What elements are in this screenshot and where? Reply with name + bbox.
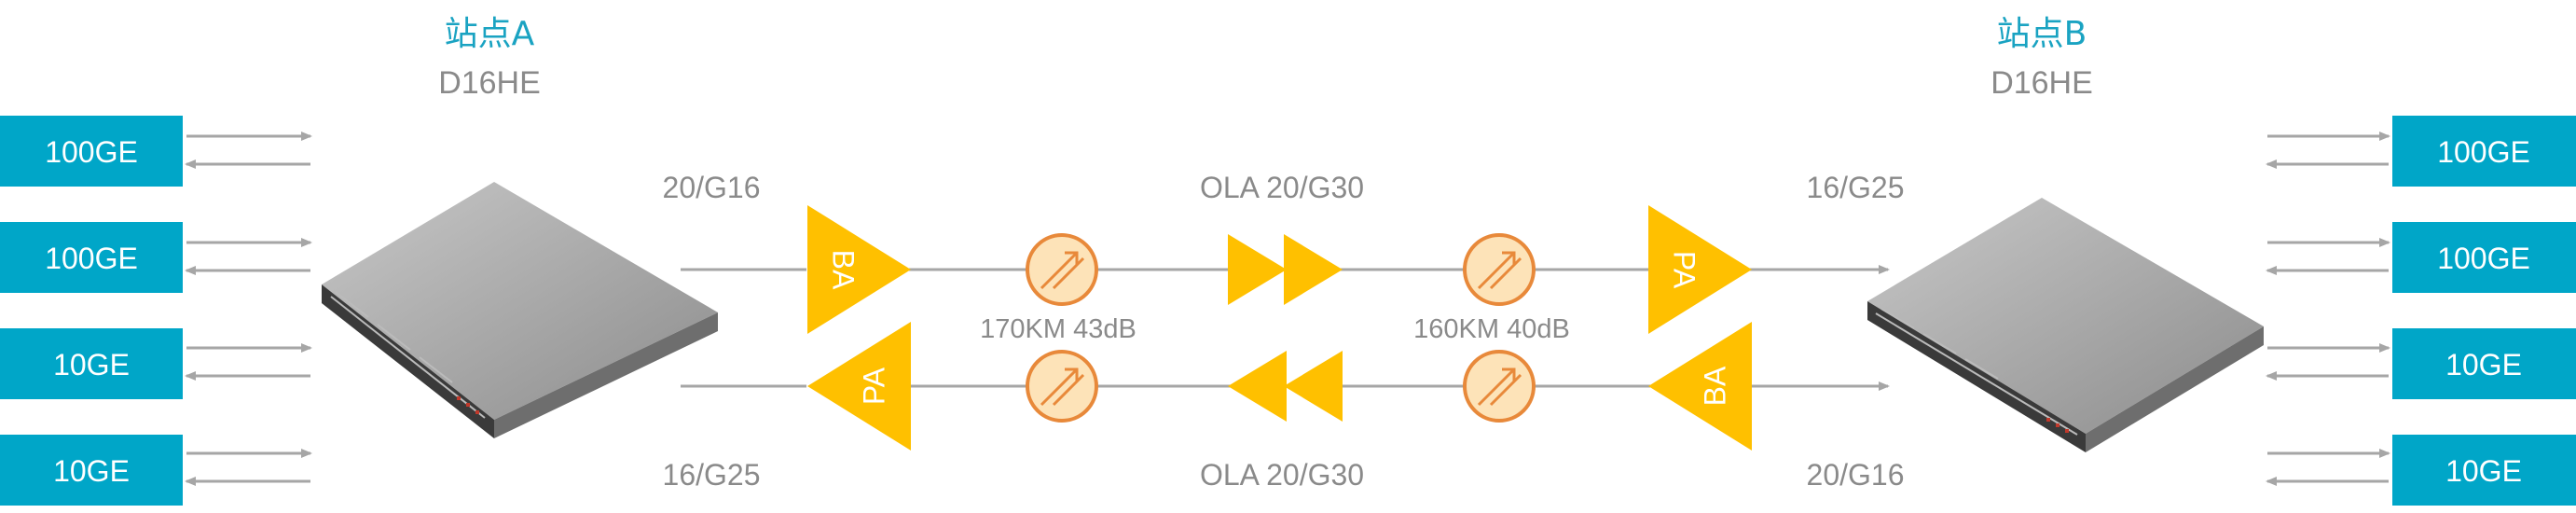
port-right-2[interactable]: 100GE bbox=[2392, 222, 2576, 293]
amplifier-pa-top-right-label: PA bbox=[1668, 251, 1701, 289]
port-right-1-label: 100GE bbox=[2437, 135, 2530, 169]
attenuator-icon bbox=[1463, 350, 1536, 423]
port-right-1[interactable]: 100GE bbox=[2392, 116, 2576, 187]
port-left-2-label: 100GE bbox=[45, 242, 138, 275]
amplifier-pa-top-right: PA bbox=[1648, 205, 1752, 334]
port-left-4[interactable]: 10GE bbox=[0, 435, 183, 506]
port-right-4-label: 10GE bbox=[2445, 454, 2522, 488]
port-left-3-label: 10GE bbox=[53, 348, 130, 381]
attenuator-icon bbox=[1463, 233, 1536, 306]
span-1-label: 170KM 43dB bbox=[980, 314, 1136, 344]
bottom-right-label: 20/G16 bbox=[1807, 458, 1905, 492]
amplifier-ba-top-left-label: BA bbox=[827, 250, 861, 290]
amplifier-ba-bottom-right: BA bbox=[1648, 322, 1752, 451]
port-left-1-label: 100GE bbox=[45, 135, 138, 169]
top-middle-label: OLA 20/G30 bbox=[1200, 171, 1364, 204]
left-port-arrows bbox=[185, 132, 312, 486]
left-ports: 100GE 100GE 10GE 10GE bbox=[0, 116, 183, 506]
port-left-4-label: 10GE bbox=[53, 454, 130, 488]
amplifier-ba-bottom-right-label: BA bbox=[1698, 366, 1731, 406]
d16he-device-icon bbox=[322, 182, 718, 438]
d16he-device-icon bbox=[1867, 198, 2264, 452]
port-left-1[interactable]: 100GE bbox=[0, 116, 183, 187]
top-right-label: 16/G25 bbox=[1807, 171, 1905, 204]
attenuator-icon bbox=[1026, 233, 1098, 306]
site-a-title: 站点A bbox=[445, 15, 535, 53]
bottom-middle-label: OLA 20/G30 bbox=[1200, 458, 1364, 492]
site-b-title: 站点B bbox=[1997, 15, 2087, 53]
span-2-label: 160KM 40dB bbox=[1413, 314, 1570, 344]
port-left-3[interactable]: 10GE bbox=[0, 328, 183, 399]
site-b-model: D16HE bbox=[1991, 65, 2093, 101]
ola-amplifier-icon bbox=[1228, 234, 1343, 305]
port-right-3[interactable]: 10GE bbox=[2392, 328, 2576, 399]
right-ports: 100GE 100GE 10GE 10GE bbox=[2392, 116, 2576, 506]
right-port-arrows bbox=[2266, 132, 2390, 486]
bottom-left-label: 16/G25 bbox=[663, 458, 761, 492]
top-left-label: 20/G16 bbox=[663, 171, 761, 204]
amplifier-ba-top-left: BA bbox=[807, 205, 911, 334]
port-right-3-label: 10GE bbox=[2445, 348, 2522, 381]
amplifier-pa-bottom-left-label: PA bbox=[857, 367, 890, 405]
port-right-4[interactable]: 10GE bbox=[2392, 435, 2576, 506]
site-a-model: D16HE bbox=[438, 65, 541, 101]
ola-amplifier-icon bbox=[1228, 351, 1343, 422]
port-right-2-label: 100GE bbox=[2437, 242, 2530, 275]
attenuator-icon bbox=[1026, 350, 1098, 423]
amplifier-pa-bottom-left: PA bbox=[807, 322, 911, 451]
port-left-2[interactable]: 100GE bbox=[0, 222, 183, 293]
